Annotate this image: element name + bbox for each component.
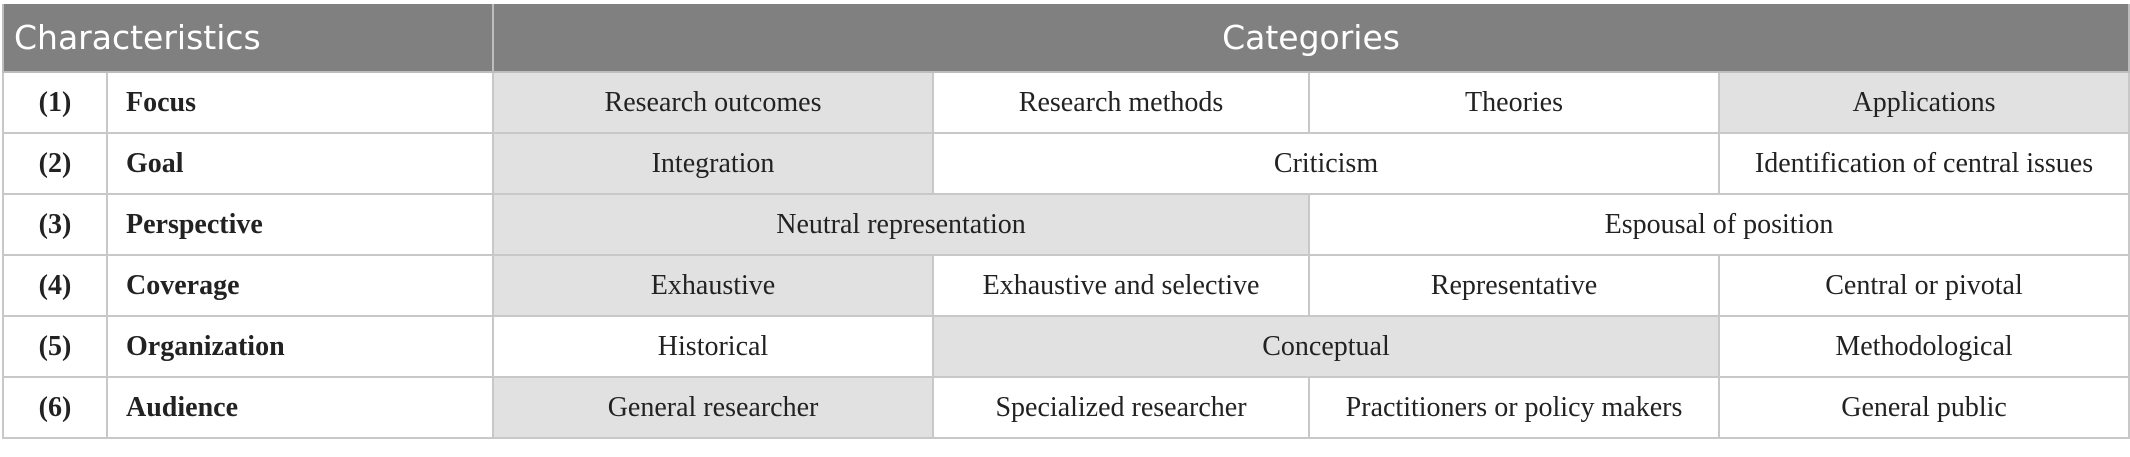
category-cell: Criticism: [932, 132, 1721, 195]
category-cell: General public: [1718, 376, 2130, 439]
header-row: Characteristics Categories: [1, 4, 2130, 73]
category-cell: Identification of central issues: [1718, 132, 2130, 195]
row-number: (6): [2, 376, 108, 439]
header-categories: Categories: [492, 4, 2130, 73]
category-cell: Central or pivotal: [1718, 254, 2130, 317]
category-cell: Methodological: [1718, 315, 2130, 378]
characteristic-label: Focus: [105, 71, 495, 134]
header-characteristics: Characteristics: [1, 4, 495, 73]
characteristic-label: Perspective: [105, 193, 495, 256]
category-cell: Historical: [492, 315, 935, 378]
row-number: (2): [2, 132, 108, 195]
row-number: (1): [2, 71, 108, 134]
characteristic-label: Goal: [105, 132, 495, 195]
row-number: (3): [2, 193, 108, 256]
category-cell: Research outcomes: [492, 71, 935, 134]
category-cell: Applications: [1718, 71, 2130, 134]
category-cell: Specialized researcher: [932, 376, 1311, 439]
table-header: Characteristics Categories: [1, 4, 2130, 73]
row-number: (5): [2, 315, 108, 378]
category-cell: General researcher: [492, 376, 935, 439]
characteristic-label: Organization: [105, 315, 495, 378]
category-cell: Research methods: [932, 71, 1311, 134]
category-cell: Representative: [1308, 254, 1721, 317]
category-cell: Integration: [492, 132, 935, 195]
characteristic-label: Coverage: [105, 254, 495, 317]
category-cell: Conceptual: [932, 315, 1721, 378]
category-cell: Theories: [1308, 71, 1721, 134]
category-cell: Neutral representation: [492, 193, 1311, 256]
category-cell: Exhaustive and selective: [932, 254, 1311, 317]
category-cell: Exhaustive: [492, 254, 935, 317]
row-number: (4): [2, 254, 108, 317]
category-cell: Espousal of position: [1308, 193, 2130, 256]
category-cell: Practitioners or policy makers: [1308, 376, 1721, 439]
characteristic-label: Audience: [105, 376, 495, 439]
